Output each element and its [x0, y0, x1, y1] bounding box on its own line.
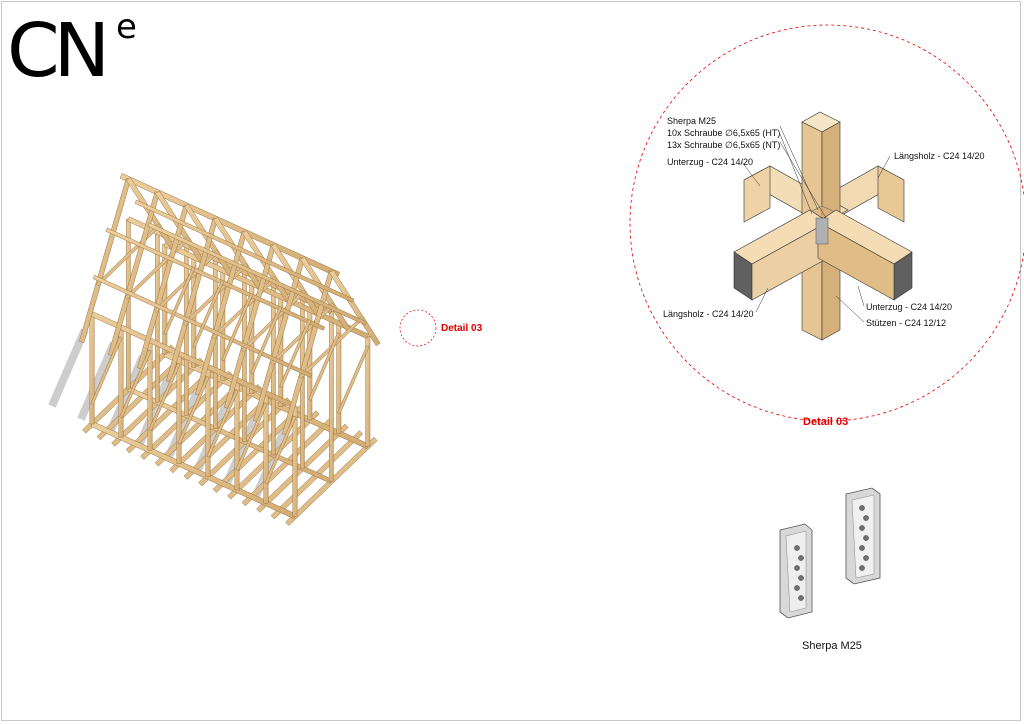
screw-hole: [859, 545, 865, 551]
timber-member: [308, 332, 341, 401]
label-sherpa: Sherpa M25: [667, 116, 717, 126]
screw-hole: [863, 515, 869, 521]
screw-hole: [863, 555, 869, 561]
detail-circle: [629, 24, 1024, 422]
timber-member: [126, 218, 131, 390]
screw-hole: [794, 585, 800, 591]
label-unterzug-left: Unterzug - C24 14/20: [667, 157, 754, 167]
frame-detail-label: Detail 03: [441, 323, 483, 334]
shadow-member: [77, 341, 118, 421]
screw-hole: [798, 595, 804, 601]
label-laengsholz-right: Längsholz - C24 14/20: [894, 151, 985, 161]
timber-member: [329, 311, 334, 482]
screw-hole: [798, 575, 804, 581]
timber-member: [235, 402, 268, 471]
timber-member: [250, 305, 283, 375]
detail-title: Detail 03: [803, 416, 849, 428]
screw-hole: [794, 545, 800, 551]
timber-member: [337, 345, 370, 415]
timber-member: [221, 292, 254, 362]
logo-text: CN: [7, 8, 110, 94]
screw-hole: [859, 505, 865, 511]
sherpa-screw-holes: [794, 505, 869, 601]
timber-member: [134, 199, 355, 303]
screw-hole: [863, 535, 869, 541]
timber-member: [119, 349, 152, 419]
detail-joint: [733, 111, 913, 341]
logo-superscript: e: [116, 7, 137, 47]
timber-member: [177, 375, 210, 445]
label-unterzug-right: Unterzug - C24 14/20: [866, 302, 953, 312]
screw-hole: [859, 525, 865, 531]
frame-detail-marker: [399, 309, 437, 347]
timber-member: [90, 336, 123, 405]
timber-member: [147, 222, 368, 326]
label-laengsholz-left: Längsholz - C24 14/20: [663, 309, 754, 319]
timber-member: [148, 362, 181, 432]
logo: CN e: [7, 8, 137, 94]
screw-hole: [859, 565, 865, 571]
timber-member: [279, 319, 312, 388]
timber-member: [119, 173, 341, 278]
timber-member: [192, 279, 225, 349]
screw-hole: [794, 565, 800, 571]
frame-members: [78, 173, 381, 526]
sherpa-connector-left: [779, 523, 813, 619]
label-stuetzen: Stützen - C24 12/12: [866, 318, 947, 328]
timber-member: [206, 389, 239, 458]
connector-caption: Sherpa M25: [802, 640, 862, 652]
screw-hole: [798, 555, 804, 561]
timber-member: [163, 266, 196, 335]
shadow-member: [48, 328, 89, 408]
timber-member: [264, 415, 297, 485]
label-screws-ht: 10x Schraube ∅6,5x65 (HT): [667, 128, 781, 138]
label-screws-nt: 13x Schraube ∅6,5x65 (NT): [667, 140, 781, 150]
detail-leader-lines: [741, 125, 891, 323]
timber-member: [89, 313, 95, 425]
